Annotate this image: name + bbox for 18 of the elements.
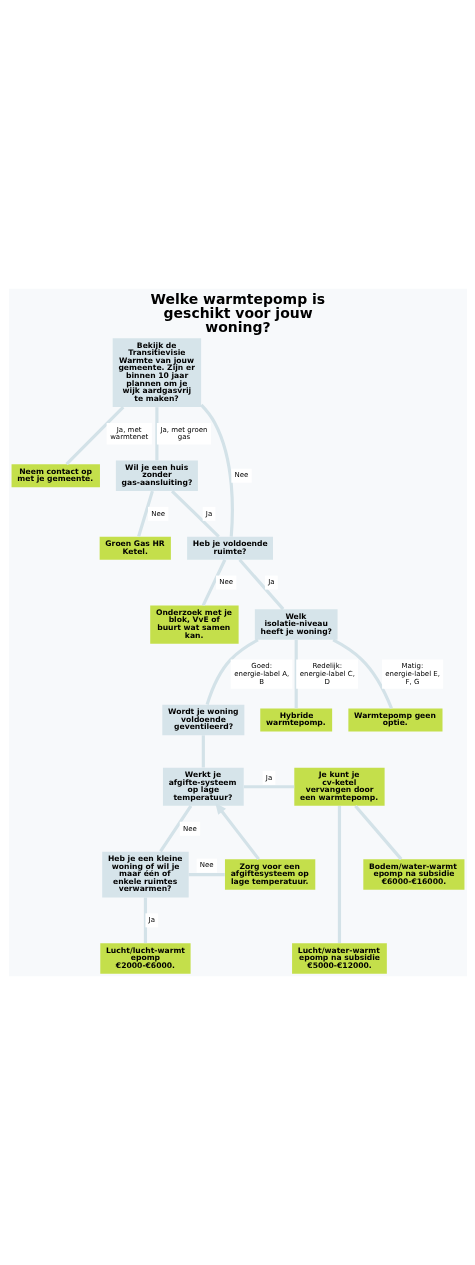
diagram-title: Welke warmtepomp is geschikt voor jouw woning? (150, 291, 325, 336)
connector (201, 559, 226, 607)
connector (154, 407, 158, 461)
connector (243, 785, 294, 789)
connector (337, 805, 341, 944)
connector (188, 872, 225, 877)
connector (237, 558, 284, 611)
connector (294, 639, 298, 709)
connector (201, 735, 205, 768)
connector (136, 490, 154, 538)
arrow (214, 802, 260, 861)
connector (205, 638, 259, 705)
connector (170, 489, 220, 538)
connector (158, 805, 192, 853)
connector (331, 638, 393, 709)
connector (65, 406, 124, 466)
connector (353, 804, 402, 861)
connector (143, 897, 147, 944)
